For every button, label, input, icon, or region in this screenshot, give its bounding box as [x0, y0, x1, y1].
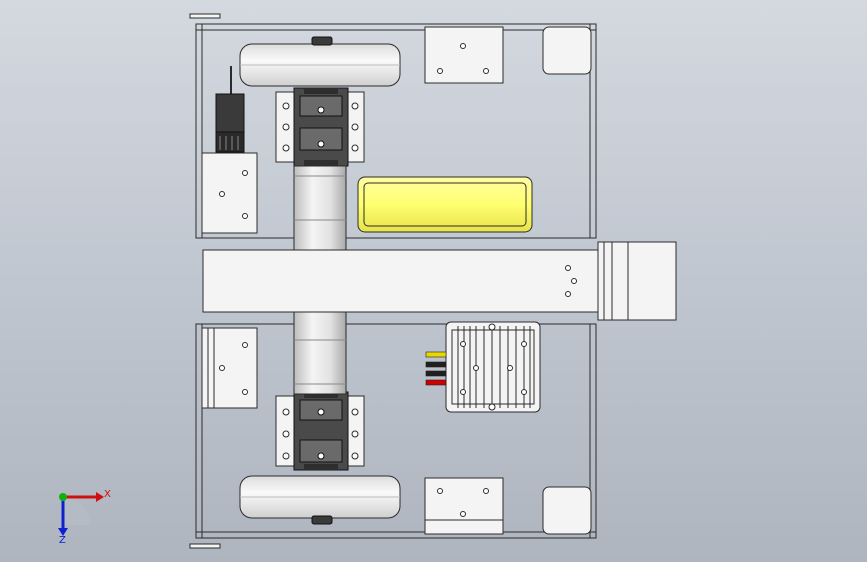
- upper-frame-plate[interactable]: [195, 23, 597, 239]
- battery-pack[interactable]: [357, 176, 533, 233]
- top-edge-tab: [189, 13, 221, 19]
- lower-left-bracket[interactable]: [201, 327, 258, 409]
- beam-end-cap[interactable]: [597, 241, 677, 321]
- bottom-corner-block[interactable]: [542, 486, 592, 535]
- top-wheel[interactable]: [239, 36, 401, 87]
- top-bearing-mount[interactable]: [275, 87, 365, 167]
- bottom-edge-tab: [189, 543, 221, 549]
- servo-bracket[interactable]: [201, 152, 258, 234]
- servo-motor[interactable]: [215, 66, 245, 153]
- lower-motor-cylinder[interactable]: [293, 311, 347, 395]
- coordinate-triad-icon: X Z: [58, 489, 111, 546]
- top-corner-block[interactable]: [542, 26, 592, 75]
- top-mounting-plate[interactable]: [424, 26, 504, 84]
- central-beam[interactable]: [202, 249, 600, 313]
- driver-wires: [425, 351, 447, 386]
- x-axis-label: X: [104, 489, 111, 500]
- bottom-bearing-mount[interactable]: [275, 391, 365, 471]
- upper-motor-cylinder[interactable]: [293, 165, 347, 251]
- motor-driver-heatsink[interactable]: [445, 321, 541, 413]
- bottom-wheel[interactable]: [239, 475, 401, 525]
- lower-frame-plate[interactable]: [195, 323, 597, 539]
- bottom-mounting-plate[interactable]: [424, 477, 504, 535]
- z-axis-label: Z: [59, 535, 66, 546]
